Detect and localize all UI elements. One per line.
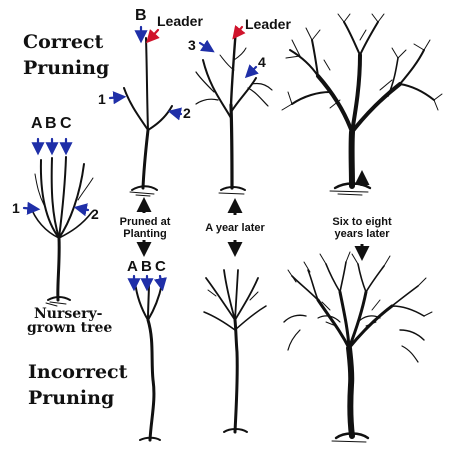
arrow-3-year — [198, 39, 215, 53]
label-leader-year: Leader — [245, 16, 291, 32]
label-b-planting: B — [135, 7, 147, 24]
caption-planting-line1: Pruned at — [119, 216, 171, 228]
correct-year-tree — [195, 26, 273, 195]
pointer-arrows — [22, 25, 259, 292]
heading-incorrect-line2: Pruning — [28, 387, 115, 409]
arrow-2-nursery — [73, 203, 90, 217]
heading-correct-line2: Pruning — [23, 57, 110, 79]
connector-arrows — [136, 170, 370, 261]
caption-mature-line1: Six to eight — [332, 216, 392, 228]
incorrect-year-tree — [203, 269, 267, 434]
arrow-leader-planting — [146, 28, 160, 44]
arrow-4-year — [244, 64, 259, 79]
label-a-nursery: A — [31, 115, 43, 132]
label-2-planting: 2 — [183, 105, 191, 121]
label-2-nursery: 2 — [91, 206, 99, 222]
label-c-incorrect: C — [155, 258, 166, 275]
incorrect-planting-tree — [134, 281, 163, 442]
arrow-leader-year — [232, 25, 246, 40]
caption-year: A year later — [205, 222, 265, 234]
heading-correct-line1: Correct — [23, 31, 104, 53]
label-b-nursery: B — [45, 115, 57, 132]
nursery-caption-line2: grown tree — [27, 320, 113, 336]
label-b-incorrect: B — [141, 258, 152, 275]
arrow-2-planting — [167, 107, 183, 121]
arrow-c-incorrect — [153, 274, 167, 292]
label-c-nursery: C — [60, 115, 72, 132]
label-3-year: 3 — [188, 37, 196, 53]
arrow-1-nursery — [22, 201, 41, 215]
nursery-tree — [29, 156, 94, 307]
correct-planting-tree — [123, 37, 173, 197]
label-1-planting: 1 — [98, 91, 106, 107]
arrow-1-planting — [108, 91, 127, 105]
incorrect-mature-tree — [283, 251, 433, 443]
nursery-caption-line1: Nursery- — [34, 306, 103, 322]
label-a-incorrect: A — [127, 258, 138, 275]
caption-planting-line2: Planting — [123, 228, 167, 240]
caption-mature-line2: years later — [334, 228, 390, 240]
label-4-year: 4 — [258, 54, 266, 70]
label-1-nursery: 1 — [12, 200, 20, 216]
label-leader-planting: Leader — [157, 13, 203, 29]
correct-mature-tree — [281, 13, 443, 196]
heading-incorrect-line1: Incorrect — [28, 361, 128, 383]
